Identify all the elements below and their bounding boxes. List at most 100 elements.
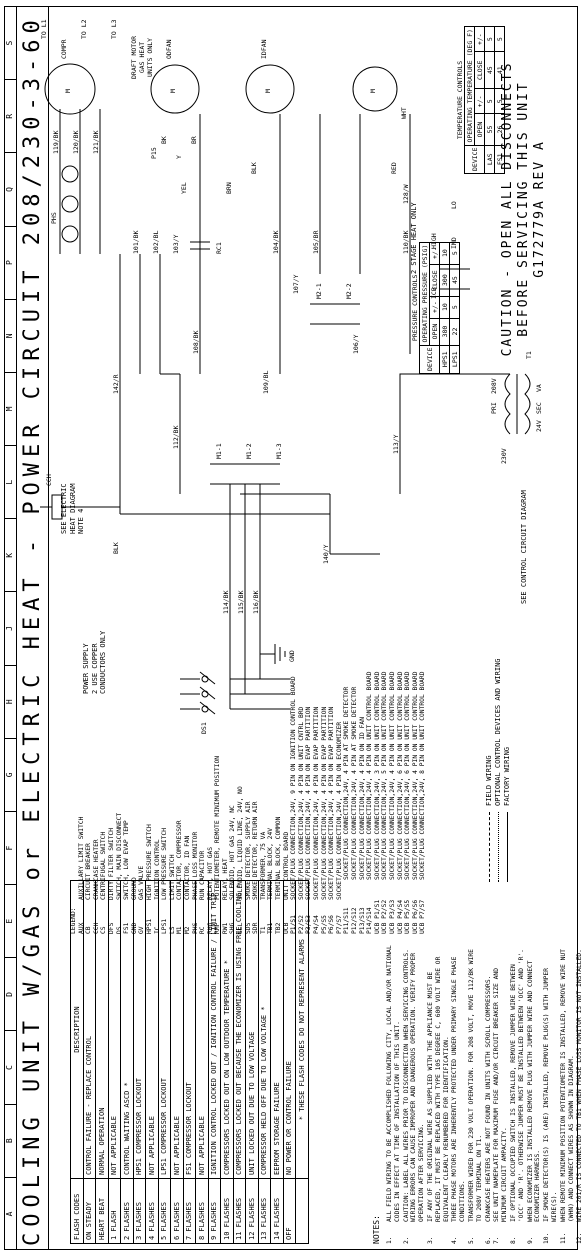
compressor-motor xyxy=(44,63,96,115)
red-label: RED xyxy=(390,162,398,174)
wire-113-run xyxy=(399,373,510,494)
ctrl-subheader: +/- xyxy=(429,242,440,265)
ds1-pole-1 xyxy=(201,705,209,713)
ctrl-value: 10 xyxy=(439,242,450,265)
ctrl-value: 22 xyxy=(449,318,460,346)
wire-120-label: 120/BK xyxy=(72,130,80,154)
wire-112-run xyxy=(160,373,181,494)
wire-128-label: 128/W xyxy=(402,184,410,204)
to-l2-label: TO L2 xyxy=(80,19,88,39)
fan-feeds xyxy=(199,114,281,374)
ctrl-subheader: OPEN xyxy=(429,318,440,346)
ctrl-value: 55 xyxy=(484,113,495,146)
phs-terminal-1 xyxy=(61,225,79,243)
wire-121-label: 121/BK xyxy=(92,130,100,154)
wire-140-label: 140/Y xyxy=(322,544,330,564)
m1-3-label: M1-3 xyxy=(275,443,283,459)
phs-label: PHS xyxy=(50,212,58,224)
temperature-controls-title: TEMPERATURE CONTROLS xyxy=(455,60,464,140)
wire-115-label: 115/BK xyxy=(237,590,245,614)
pressure-controls-title: PRESSURE CONTROLS xyxy=(410,274,419,342)
wire-101-label: 101/BK xyxy=(132,230,140,254)
caution-line-3: G172779A REV A xyxy=(532,140,547,278)
wire-106-label: 106/Y xyxy=(352,334,360,354)
ctrl-value: 45 xyxy=(484,51,495,89)
supply-conductors xyxy=(229,534,261,709)
ds1-label: DS1 xyxy=(200,722,208,734)
ctrl-device: HPS1 xyxy=(439,345,450,374)
ctrl-subheader: +/- xyxy=(429,296,440,319)
ctrl-value: 5 xyxy=(449,242,460,265)
odfan-m-label: M xyxy=(169,89,177,93)
ctrl-subheader: CLOSE xyxy=(429,264,440,297)
ds1-blades xyxy=(199,671,216,715)
ctrl-device: LAS xyxy=(484,145,495,174)
draft-m-label: M xyxy=(369,89,377,93)
yel-label: YEL xyxy=(180,182,188,194)
ctrl-value: 5 xyxy=(484,88,495,114)
wire-112-label: 112/BK xyxy=(172,425,180,449)
m1-2-label: M1-2 xyxy=(245,443,253,459)
ds1-load-leads xyxy=(230,678,290,710)
caution-line-2: BEFORE SERVICING THIS UNIT xyxy=(516,81,531,337)
wire-108-label: 108/BK xyxy=(192,330,200,354)
wire-102-label: 102/BL xyxy=(152,230,160,254)
idfan-m-label: M xyxy=(264,89,272,93)
v230-label: 230V xyxy=(500,448,508,464)
p15-label: P15 xyxy=(150,147,158,159)
rc1-label: RC1 xyxy=(215,242,223,254)
phs-terminal-2 xyxy=(61,195,79,213)
bk-label: BK xyxy=(160,136,168,144)
v208-label: 208V xyxy=(490,378,498,394)
compressor-feed xyxy=(59,109,101,254)
idfan-feeds xyxy=(319,114,361,274)
t1-primary-coil xyxy=(504,373,511,435)
ctrl-value: 5 xyxy=(484,26,495,52)
odfan-label: ODFAN xyxy=(165,39,173,59)
ctrl-header-device: DEVICE xyxy=(464,145,485,174)
to-l3-label: TO L3 xyxy=(110,19,118,39)
to-l1-label: TO L1 xyxy=(40,19,48,39)
br-label: BR xyxy=(190,136,198,144)
brn-label: BRN xyxy=(225,182,233,194)
m2-1-label: M2-1 xyxy=(315,283,323,299)
ctrl-value: 380 xyxy=(439,318,450,346)
phs-terminal-3 xyxy=(61,165,79,183)
wire-114-label: 114/BK xyxy=(222,590,230,614)
wire-blk-label: BLK xyxy=(112,542,120,554)
wire-142-run xyxy=(119,254,330,515)
caution-line-1: CAUTION - OPEN ALL DISCONNECTS xyxy=(500,61,515,357)
ds1-leads xyxy=(180,678,200,710)
ctrl-value: 300 xyxy=(439,264,450,297)
outdoor-fan-motor xyxy=(150,64,200,114)
m1-contacts xyxy=(210,463,280,485)
pri-label: PRI xyxy=(490,402,498,414)
ctrl-subheader: +/- xyxy=(474,88,485,114)
ctrl-value: 45 xyxy=(449,264,460,297)
m1-line-side xyxy=(229,484,261,534)
cch-label: CCH xyxy=(45,474,53,486)
draft-motor xyxy=(352,66,398,112)
sec-label: SEC xyxy=(535,402,543,414)
ctrl-subheader: OPEN xyxy=(474,113,485,146)
wire-103-label: 103/Y xyxy=(172,234,180,254)
wire-142-label: 142/R xyxy=(112,374,120,394)
wire-116-label: 116/BK xyxy=(252,590,260,614)
gnd-label: GND xyxy=(288,650,296,662)
wire-140-run xyxy=(240,493,380,555)
caution-block: CAUTION - OPEN ALL DISCONNECTS BEFORE SE… xyxy=(500,14,548,404)
m2-2-label: M2-2 xyxy=(345,283,353,299)
wire-110-label: 110/BK xyxy=(402,230,410,254)
ds1-pole-2 xyxy=(201,690,209,698)
icb-contacts xyxy=(440,268,470,290)
idfan-label: IDFAN xyxy=(260,39,268,59)
wire-105-label: 105/BR xyxy=(312,230,320,254)
rc1-capacitor xyxy=(190,241,210,250)
